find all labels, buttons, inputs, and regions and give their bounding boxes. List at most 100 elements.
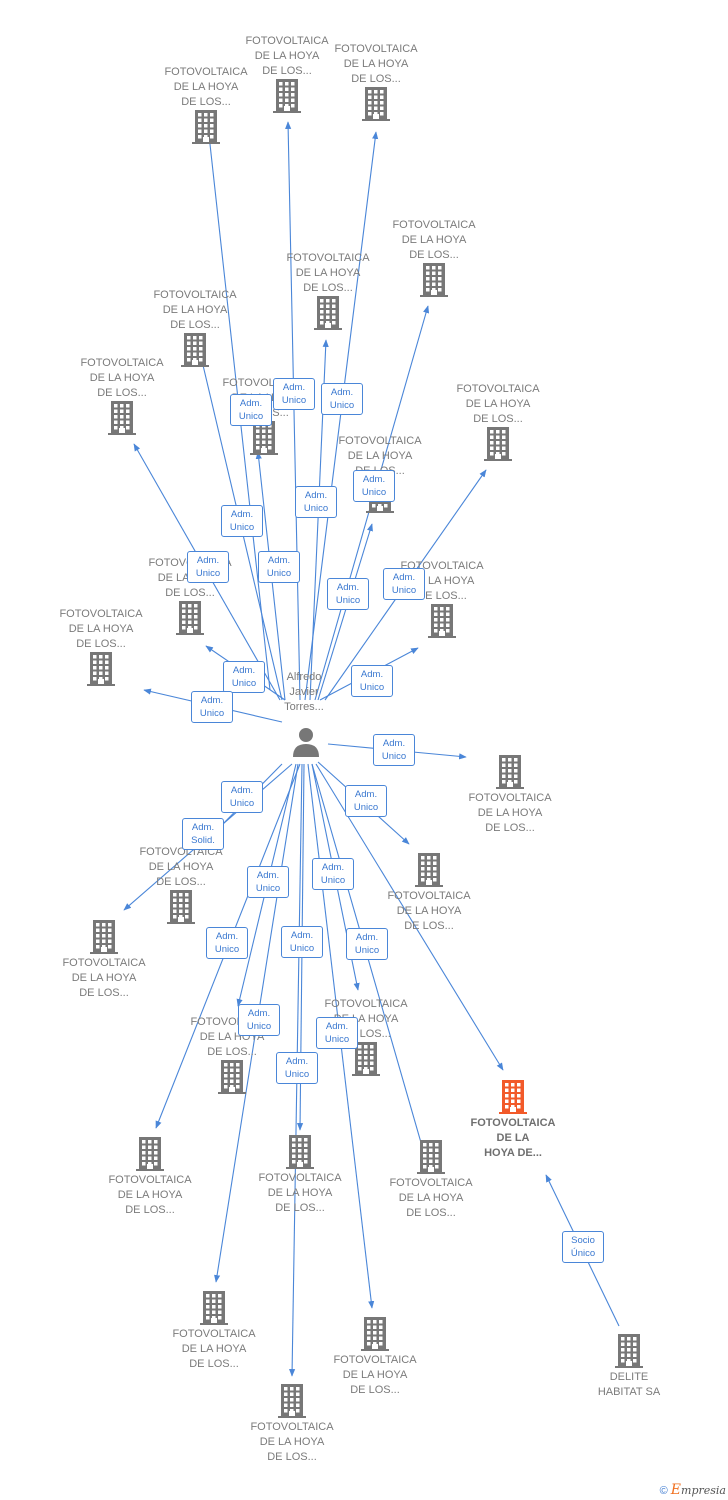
building-icon [415,853,443,887]
company-label-line: DE LOS... [404,920,454,932]
relation-badge[interactable]: Adm.Unico [327,578,369,610]
relation-badge[interactable]: Adm. Unico [221,781,263,813]
building-icon [192,110,220,144]
relation-badge[interactable]: Adm.Unico [187,551,229,583]
relation-badge-line: Unico [353,802,379,813]
company-node[interactable]: FOTOVOLTAICA DE LA HOYA DE LOS... [245,1135,355,1216]
relation-badge-line: Unico [231,678,257,689]
relation-badge-line: Adm. [325,1021,349,1032]
relation-badge-line: Unico [214,944,240,955]
relation-badge-line: Adm. [230,785,254,796]
relation-badge[interactable]: Adm.Unico [346,928,388,960]
relation-badge[interactable]: Adm. Unico [247,866,289,898]
relation-edge [304,131,379,701]
company-label-line: DE LOS... [76,638,126,650]
company-label-line: FOTOVOLTAICA [59,608,143,620]
company-label-line: DE LA HOYA [259,1436,325,1448]
relation-badge-line: Unico [229,798,255,809]
relation-badge-line: Adm. [239,398,263,409]
relation-badge[interactable]: Adm.Unico [353,470,395,502]
relation-badge-line: Unico [229,522,255,533]
company-label-line: DE LA HOYA [68,623,134,635]
company-label-line: DE LOS... [125,1204,175,1216]
person-name: Alfredo Javier Torres... [284,671,324,713]
relation-badge-line: Unico [255,883,281,894]
company-label-line: DE LA HOYA [162,304,228,316]
relation-badge[interactable]: Adm.Unico [258,551,300,583]
relation-badge-line: Unico [266,568,292,579]
relation-badge-line: Unico [391,585,417,596]
relation-badge-line: Adm. [256,870,280,881]
company-label-line: FOTOVOLTAICA [258,1172,342,1184]
company-node[interactable]: FOTOVOLTAICA DE LA HOYA DE LOS... [46,607,156,688]
relation-badge-line: Adm. [392,572,416,583]
building-icon [615,1334,643,1368]
empresia-footer[interactable]: © Empresia [659,1482,726,1498]
company-label-line: DE LOS... [485,822,535,834]
relation-badge[interactable]: Adm.Unico [238,1004,280,1036]
relation-badge[interactable]: Adm.Unico [321,383,363,415]
relation-badge[interactable]: Adm.Unico [221,505,263,537]
relation-badge[interactable]: Adm. Unico [295,486,337,518]
relation-badge[interactable]: Adm.Unico [373,734,415,766]
building-icon [484,427,512,461]
relation-badge[interactable]: Adm.Unico [206,927,248,959]
company-label-line: DE LOS... [97,387,147,399]
relation-badge[interactable]: Adm.Unico [273,378,315,410]
relation-badge[interactable]: Adm. Unico [383,568,425,600]
relation-badge[interactable]: Adm.Unico [276,1052,318,1084]
company-label-line: DE LA HOYA [71,972,137,984]
company-label-line: DE LA HOYA [181,1343,247,1355]
company-label-line: FOTOVOLTAICA [389,1177,473,1189]
relation-badge[interactable]: Adm.Unico [223,661,265,693]
relation-badge-line: Unico [303,503,329,514]
relation-badge[interactable]: Adm.Unico [281,926,323,958]
building-icon [87,652,115,686]
person-node[interactable] [290,727,322,757]
relation-badge-line: Unico [289,943,315,954]
company-label-line: DE LA HOYA [267,1187,333,1199]
relation-badge[interactable]: Adm. Unico [230,394,272,426]
relation-badge[interactable]: Adm.Unico [191,691,233,723]
relation-badge[interactable]: Adm.Unico [351,665,393,697]
relation-edge [311,763,428,1161]
person-icon [293,728,319,757]
company-label-line: FOTOVOLTAICA [153,289,237,301]
building-icon [278,1384,306,1418]
company-label-line: DE LOS... [275,1202,325,1214]
relation-badge[interactable]: Adm.Solid. [182,818,224,850]
relation-badge-line: Adm. [304,490,328,501]
relation-badge[interactable]: Adm.Unico [316,1017,358,1049]
company-label-line: FOTOVOLTAICA [62,957,146,969]
relation-badge-line: Socio [571,1235,595,1246]
relation-badge[interactable]: Adm.Unico [312,858,354,890]
company-label-line: DELITE [609,1371,649,1383]
relation-badge-line: Unico [238,411,264,422]
relation-badge-line: Adm. [362,474,386,485]
company-label-line: DE LA HOYA [396,905,462,917]
relation-badge[interactable]: Adm.Unico [345,785,387,817]
